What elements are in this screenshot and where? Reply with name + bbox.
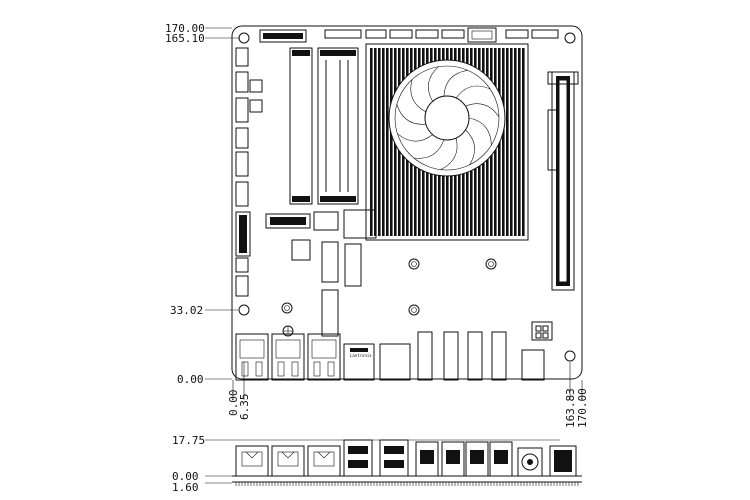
standoff-right-inner xyxy=(488,261,494,267)
heatsink-fin xyxy=(510,48,513,236)
heatsink-fin xyxy=(390,48,393,236)
dim-side-zero: 0.00 xyxy=(172,470,199,483)
lan-port-body xyxy=(275,339,301,359)
side-usb-port xyxy=(384,460,404,468)
side-display-opening xyxy=(470,450,484,464)
side-display-opening xyxy=(494,450,508,464)
side-display-port xyxy=(441,441,465,477)
pcie-slot xyxy=(547,71,579,291)
dim-top-outer: 170.00 xyxy=(165,22,205,35)
fan-blade xyxy=(455,85,491,99)
standoff-right xyxy=(485,258,497,270)
side-lan-port xyxy=(235,445,269,477)
dim-right-outer: 170.00 xyxy=(576,388,589,428)
standoff-lower xyxy=(408,304,420,316)
dim-left-mid: 33.02 xyxy=(170,304,203,317)
side-display-port xyxy=(489,441,513,477)
lan-led xyxy=(241,361,249,377)
side-display-opening xyxy=(420,450,434,464)
dim-bottom-zero: 0.00 xyxy=(227,390,240,417)
lan-led xyxy=(277,361,285,377)
mounting-hole-bottom-right xyxy=(564,350,576,362)
standoff-left-inner xyxy=(284,305,290,311)
dim-side-pcb: 1.60 xyxy=(172,481,199,494)
side-dc-jack-pin xyxy=(527,459,533,465)
dim-side-height: 17.75 xyxy=(172,434,205,447)
dim-right-hole: 163.83 xyxy=(564,388,577,428)
side-lan-latch xyxy=(317,451,331,459)
side-lan-latch xyxy=(245,451,259,459)
fan-blade xyxy=(468,117,492,146)
cooling-fan xyxy=(388,59,506,177)
side-dc-jack-ring xyxy=(521,453,539,471)
side-display-opening xyxy=(446,450,460,464)
heatsink-fin xyxy=(374,48,377,236)
side-usb-stack xyxy=(379,439,409,477)
standoff-mid-inner xyxy=(411,261,417,267)
dim-top-inner: 165.10 xyxy=(165,32,205,45)
dim-bottom-hole: 6.35 xyxy=(238,394,251,421)
heatsink-fin xyxy=(378,48,381,236)
side-usb-port xyxy=(348,446,368,454)
mounting-hole-top-left xyxy=(238,32,250,44)
standoff-left xyxy=(281,302,293,314)
heatsink-fin xyxy=(506,48,509,236)
heatsink-fin xyxy=(522,48,525,236)
standoff-lower-inner xyxy=(411,307,417,313)
side-pcie-bracket xyxy=(549,445,577,477)
heatsink-fin xyxy=(370,48,373,236)
side-lan-latch xyxy=(281,451,295,459)
side-lan-opening xyxy=(241,451,263,467)
heatsink-fin xyxy=(518,48,521,236)
mounting-hole-top-right xyxy=(564,32,576,44)
rear-io-top xyxy=(235,331,545,381)
side-lan-opening xyxy=(277,451,299,467)
side-display-port xyxy=(465,441,489,477)
fan-blade xyxy=(465,129,475,165)
side-lan-opening xyxy=(313,451,335,467)
side-lan-port xyxy=(307,445,341,477)
dim-left-zero: 0.00 xyxy=(177,373,204,386)
lan-led xyxy=(255,361,263,377)
lan-port-body xyxy=(311,339,337,359)
side-lan-port xyxy=(271,445,305,477)
fan-blade xyxy=(440,137,458,170)
heatsink-fin xyxy=(514,48,517,236)
fan-blade xyxy=(410,79,427,113)
heatsink-fin xyxy=(386,48,389,236)
side-usb-stack xyxy=(343,439,373,477)
side-usb-port xyxy=(348,460,368,468)
side-dc-jack xyxy=(517,447,543,477)
lan-led xyxy=(291,361,299,377)
m2-and-misc xyxy=(265,209,553,341)
board-side-view xyxy=(232,439,582,486)
lan-port-body xyxy=(239,339,265,359)
chip-label: Lantronix xyxy=(350,353,372,358)
heatsink-fin xyxy=(502,48,505,236)
dimension-lines xyxy=(205,27,583,484)
side-pcie-body xyxy=(554,450,572,472)
top-header-row xyxy=(259,27,559,43)
board-top-view xyxy=(231,25,583,381)
fan-blade xyxy=(396,104,426,125)
left-header-column xyxy=(235,47,263,297)
memory-slots xyxy=(289,47,359,205)
fan-blade xyxy=(465,103,500,118)
heatsink-fin xyxy=(382,48,385,236)
fan-blade xyxy=(413,139,445,159)
cpu-heatsink xyxy=(365,43,529,241)
fan-blade xyxy=(427,66,439,102)
side-usb-port xyxy=(384,446,404,454)
fan-blade xyxy=(397,133,433,142)
mounting-hole-mid-left xyxy=(238,304,250,316)
side-display-port xyxy=(415,441,439,477)
board-outline xyxy=(231,25,583,380)
fan-blade xyxy=(443,70,468,97)
lan-led xyxy=(327,361,335,377)
standoff-mid xyxy=(408,258,420,270)
lan-led xyxy=(313,361,321,377)
